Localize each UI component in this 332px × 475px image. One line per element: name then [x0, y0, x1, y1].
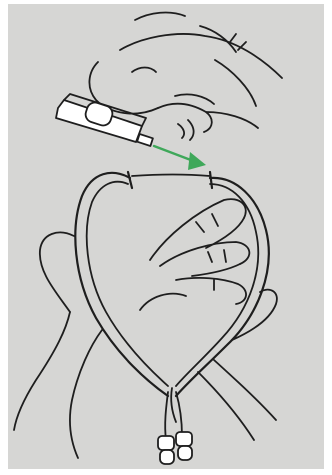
- headset-pairing-illustration: [0, 0, 332, 475]
